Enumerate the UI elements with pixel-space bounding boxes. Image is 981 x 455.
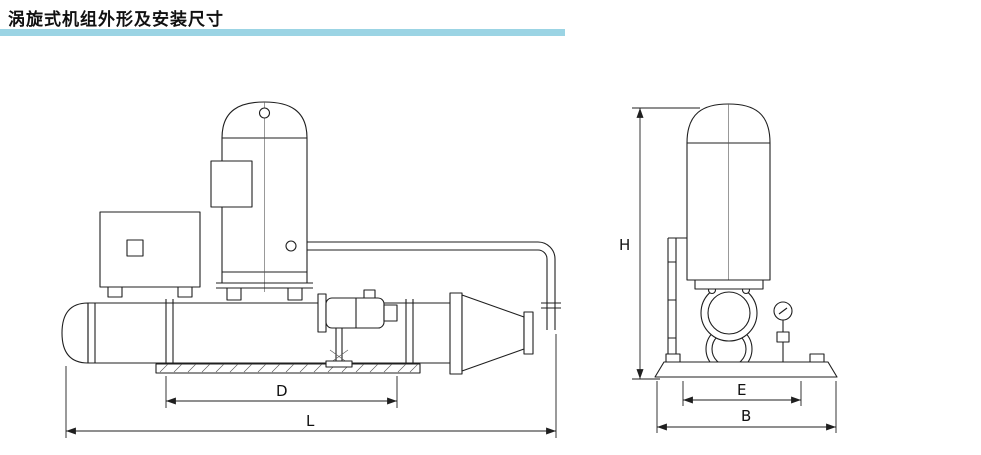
dimension-e: E bbox=[682, 381, 802, 406]
dimension-l: L bbox=[65, 334, 557, 438]
dim-label-e: E bbox=[737, 381, 746, 399]
compressor-side bbox=[210, 101, 313, 301]
dim-label-b: B bbox=[741, 407, 751, 425]
compressor-front bbox=[686, 103, 771, 290]
dim-label-l: L bbox=[306, 412, 315, 430]
dimension-h: H bbox=[619, 107, 700, 380]
front-view: H E B bbox=[619, 103, 838, 433]
base-plate bbox=[654, 353, 838, 378]
lifting-eye bbox=[258, 107, 271, 119]
dimension-b: B bbox=[656, 381, 837, 433]
title-underline bbox=[0, 29, 565, 36]
dimension-d: D bbox=[165, 376, 398, 408]
page-title: 涡旋式机组外形及安装尺寸 bbox=[8, 10, 224, 30]
support-frame bbox=[667, 237, 687, 362]
mounting-rail bbox=[155, 363, 421, 374]
evaporator-shell bbox=[61, 292, 463, 375]
discharge-pipe bbox=[307, 241, 561, 330]
pump-assembly bbox=[317, 289, 398, 368]
dim-label-d: D bbox=[276, 382, 288, 400]
terminal-box bbox=[210, 160, 253, 208]
dim-label-h: H bbox=[619, 236, 630, 254]
pressure-gauge bbox=[773, 301, 793, 362]
shell-end-circles bbox=[700, 284, 758, 373]
electrical-control-box bbox=[99, 211, 201, 298]
sight-glass bbox=[285, 240, 297, 252]
side-view: D L bbox=[61, 101, 561, 438]
suction-cone bbox=[461, 294, 534, 372]
